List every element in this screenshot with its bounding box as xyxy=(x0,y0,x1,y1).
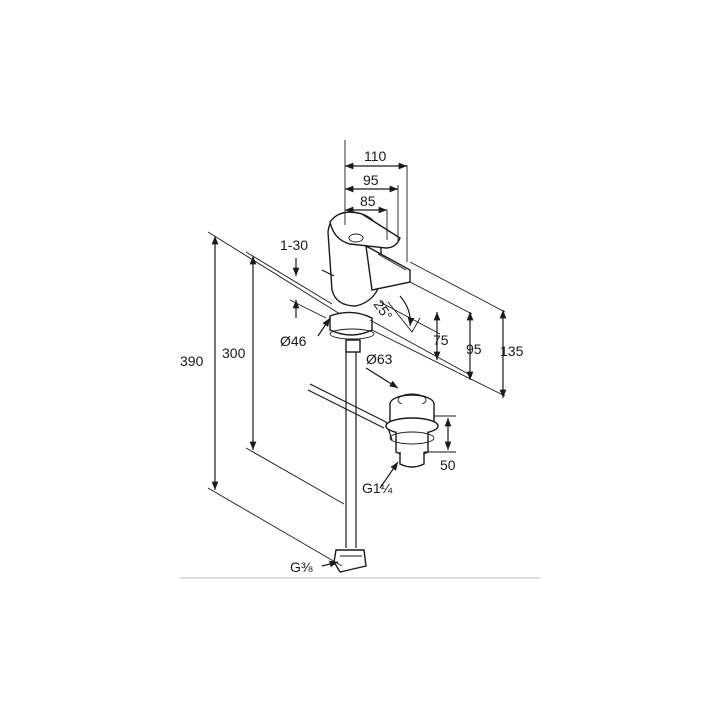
pull-rod xyxy=(307,383,393,441)
dim-95-top: 95 xyxy=(363,172,379,188)
dim-75: 75 xyxy=(433,332,449,348)
dim-25-deg: 25° xyxy=(371,297,396,324)
dim-50: 50 xyxy=(440,457,456,473)
valve-dimension-lines xyxy=(317,317,456,568)
waste-valve xyxy=(385,393,439,468)
top-dimension-lines xyxy=(344,140,408,262)
dim-1-30: 1-30 xyxy=(280,237,308,253)
dim-85: 85 xyxy=(360,193,376,209)
dim-110: 110 xyxy=(364,148,387,164)
left-dimension-lines xyxy=(207,231,345,567)
dim-95-right: 95 xyxy=(466,341,482,357)
right-dimension-lines xyxy=(369,261,507,398)
dim-g38: G⅜ xyxy=(290,559,313,575)
supply-hose xyxy=(333,352,367,573)
dim-135: 135 xyxy=(500,343,524,359)
dim-dia-46: Ø46 xyxy=(280,333,307,349)
faucet-body xyxy=(321,211,411,353)
dim-dia-63: Ø63 xyxy=(366,351,393,367)
dim-300: 300 xyxy=(222,345,246,361)
dim-390: 390 xyxy=(180,353,204,369)
dim-g114: G1¼ xyxy=(362,480,393,496)
